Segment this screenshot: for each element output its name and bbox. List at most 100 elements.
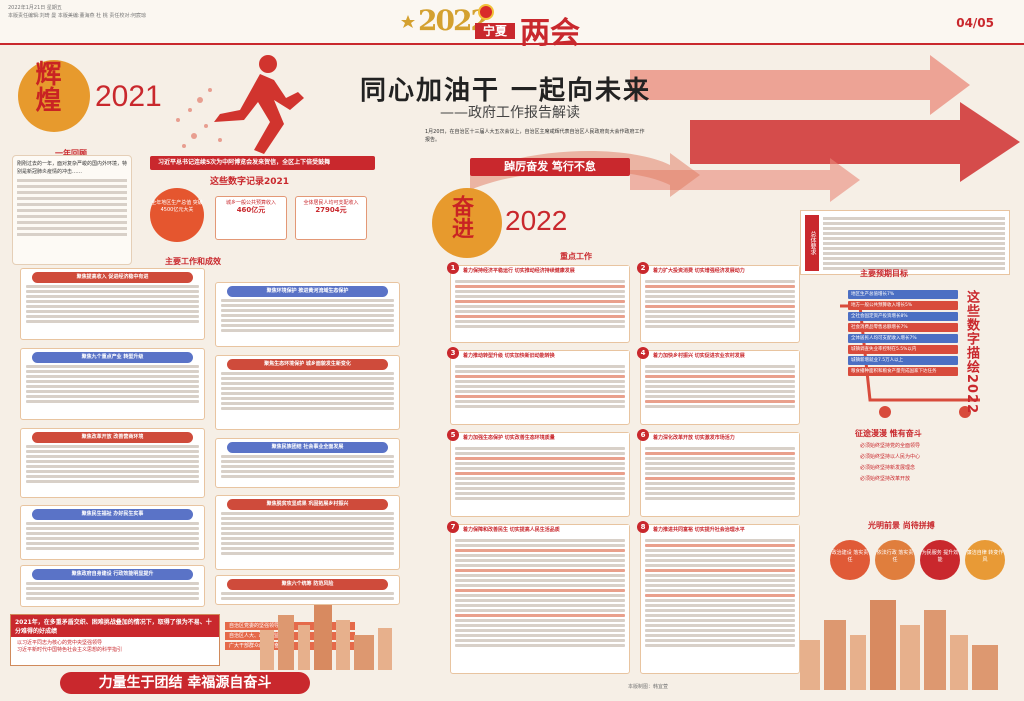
light-icon: 廉洁自律 转变作风 <box>965 540 1005 580</box>
work-block-title: 聚焦改革开放 改善营商环境 <box>31 432 194 443</box>
general-requirements-tag: 总体要求 <box>805 215 819 271</box>
work-block: 聚焦脱贫攻坚成果 巩固拓展乡村振兴 <box>215 495 400 570</box>
review-title: 一年回顾 <box>55 149 87 158</box>
headline: 同心加油干 一起向未来 <box>360 76 652 106</box>
target-item: 地区生产总值增长7% <box>848 290 958 299</box>
fen-title: 奋进 <box>448 195 474 239</box>
block-title: 着力保障和改善民生 切实提高人民生活品质 <box>463 527 560 533</box>
targets-vertical-title: 这些数字描绘2022 <box>964 290 979 415</box>
runner-icon <box>176 55 304 154</box>
block-number: 1 <box>447 262 459 274</box>
key-work-block: 1 着力保持经济平稳运行 切实推动经济持续健康发展 <box>447 262 630 343</box>
target-item: 城镇新增就业7.5万人以上 <box>848 356 958 365</box>
light-title: 光明前景 尚待拼搏 <box>868 521 935 530</box>
work-block-title: 聚焦提高收入 促进经济稳中有进 <box>31 272 194 283</box>
key-work-block: 4 着力加快乡村振兴 切实促进农业农村发展 <box>637 347 800 425</box>
work-block: 聚焦政府自身建设 行政效能明显提升 <box>20 565 205 607</box>
work-block-title: 聚焦环境保护 推进黄河流域生态保护 <box>226 286 389 297</box>
stats-title: 这些数字记录2021 <box>210 177 290 187</box>
target-item: 粮食播种面积和粮食产量完成国家下达任务 <box>848 367 958 376</box>
block-title: 着力推动转型升级 切实加快新旧动能转换 <box>463 353 555 359</box>
block-title: 着力推进共同富裕 切实提升社会治理水平 <box>653 527 745 533</box>
light-icon: 为民服务 提升效能 <box>920 540 960 580</box>
review-text: 刚刚过去的一年，面对复杂严峻的国内外环境，特别是新冠肺炎疫情的冲击…… <box>17 161 128 175</box>
achievement-box: 2021年，在多重矛盾交织、困难挑战叠加的情况下，取得了很为不易、十分难得的好成… <box>10 614 220 666</box>
key-work-block: 2 着力扩大投资消费 切实增强经济发展动力 <box>637 262 800 343</box>
light-icon: 政治建设 落实责任 <box>830 540 870 580</box>
masthead-info-line: 2022年1月21日 星期五 <box>8 5 62 11</box>
work-block: 聚焦六个统筹 防范风险 <box>215 575 400 605</box>
key-work-block: 5 着力加强生态保护 切实改善生态环境质量 <box>447 429 630 517</box>
fen-circle <box>432 188 502 258</box>
review-box: 刚刚过去的一年，面对复杂严峻的国内外环境，特别是新冠肺炎疫情的冲击…… <box>12 155 132 265</box>
hui-title: 辉煌 <box>31 60 61 112</box>
block-number: 7 <box>447 521 459 533</box>
stat-label: 全体居民人均可支配收入 <box>303 200 359 206</box>
help-item: 必须始终坚持以人民为中心 <box>860 454 921 460</box>
year-2022: 2022 <box>505 205 568 236</box>
stat-value: 460亿元 <box>236 206 266 214</box>
arrows-decoration <box>630 55 1020 202</box>
help-title: 征途漫漫 惟有奋斗 <box>855 429 922 438</box>
help-item: 必须始终坚持改革开放 <box>860 476 911 482</box>
block-number: 4 <box>637 347 649 359</box>
target-item: 全体居民人均可支配收入增长7% <box>848 334 958 343</box>
stars-icon <box>401 15 415 28</box>
block-number: 8 <box>637 521 649 533</box>
target-item: 地方一般公共预算收入增长5% <box>848 301 958 310</box>
targets-title: 主要预期目标 <box>860 269 908 278</box>
slogan-banner: 力量生于团结 幸福源自奋斗 <box>60 672 310 694</box>
credit: 本版制图：韩宜萱 <box>628 684 669 690</box>
achievement-line: 习近平新时代中国特色社会主义思想的科学指引 <box>17 647 123 653</box>
work-block: 聚焦民族团结 社会事业全面发展 <box>215 438 400 488</box>
hui-circle <box>18 60 90 132</box>
city-illustration-right <box>800 600 998 690</box>
block-title: 着力加快乡村振兴 切实促进农业农村发展 <box>653 353 745 359</box>
key-work-block: 7 着力保障和改善民生 切实提高人民生活品质 <box>447 521 630 674</box>
targets-list: 地区生产总值增长7% 地方一般公共预算收入增长5% 全社会固定资产投资增长8% … <box>848 290 958 378</box>
masthead-title: 两会 <box>520 16 580 51</box>
page-number: 04/05 <box>956 16 994 30</box>
work-title: 主要工作和成效 <box>165 257 221 266</box>
masthead: 2022年1月21日 星期五 本版责任编辑:刘琦 曼 本版美编:董海燕 杜 桃 … <box>0 0 1024 51</box>
achievement-title: 2021年，在多重矛盾交织、困难挑战叠加的情况下，取得了很为不易、十分难得的好成… <box>11 615 219 637</box>
year-2021: 2021 <box>95 80 162 113</box>
masthead-info-line: 本版责任编辑:刘琦 曼 本版美编:董海燕 杜 桃 责任校对:何宸琼 <box>8 13 147 19</box>
work-block-title: 聚焦生态环境保护 城乡面貌发生新变化 <box>226 359 389 370</box>
work-block: 聚焦环境保护 推进黄河流域生态保护 <box>215 282 400 347</box>
stat-card-income: 全体居民人均可支配收入 27904元 <box>295 196 367 240</box>
intro-text: 1月20日，在自治区十三届人大五次会议上，自治区主席咸辉代表自治区人民政府向大会… <box>425 129 645 143</box>
block-number: 5 <box>447 429 459 441</box>
work-block: 聚焦九个重点产业 转型升级 <box>20 348 205 420</box>
masthead-region: 宁夏 <box>475 23 515 39</box>
masthead-info: 2022年1月21日 星期五 本版责任编辑:刘琦 曼 本版美编:董海燕 杜 桃 … <box>8 4 228 20</box>
block-number: 2 <box>637 262 649 274</box>
block-title: 着力保持经济平稳运行 切实推动经济持续健康发展 <box>463 268 575 274</box>
subheadline: ——政府工作报告解读 <box>440 105 580 121</box>
target-item: 城镇调查失业率控制在5.5%以内 <box>848 345 958 354</box>
help-item: 必须始终坚持党的全面领导 <box>860 443 921 449</box>
block-title: 着力扩大投资消费 切实增强经济发展动力 <box>653 268 745 274</box>
block-title: 着力深化改革开放 切实激发市场活力 <box>653 435 735 441</box>
general-requirements: 总体要求 <box>800 210 1010 275</box>
key-work-block: 8 着力推进共同富裕 切实提升社会治理水平 <box>637 521 800 674</box>
emblem-icon <box>478 4 494 20</box>
work-block-title: 聚焦民生福祉 办好民生实事 <box>31 509 194 520</box>
work-block: 聚焦民生福祉 办好民生实事 <box>20 505 205 560</box>
work-block: 聚焦提高收入 促进经济稳中有进 <box>20 268 205 340</box>
key-work-block: 3 着力推动转型升级 切实加快新旧动能转换 <box>447 347 630 425</box>
block-number: 3 <box>447 347 459 359</box>
work-block-title: 聚焦民族团结 社会事业全面发展 <box>226 442 389 453</box>
work-block: 聚焦改革开放 改善营商环境 <box>20 428 205 498</box>
help-list: 必须始终坚持党的全面领导 必须始终坚持以人民为中心 必须始终坚持新发展理念 必须… <box>860 442 1000 486</box>
work-block-title: 聚焦九个重点产业 转型升级 <box>31 352 194 363</box>
block-title: 着力加强生态保护 切实改善生态环境质量 <box>463 435 555 441</box>
achievement-line: 以习近平同志为核心的党中央坚强领导 <box>17 640 103 646</box>
stat-label: 城乡一般公共预算收入 <box>225 200 276 206</box>
key-work-title: 重点工作 <box>560 252 592 261</box>
work-block-title: 聚焦政府自身建设 行政效能明显提升 <box>31 569 194 580</box>
stat-value: 27904元 <box>315 206 347 214</box>
help-item: 必须始终坚持新发展理念 <box>860 465 916 471</box>
work-block-title: 聚焦脱贫攻坚成果 巩固拓展乡村振兴 <box>226 499 389 510</box>
